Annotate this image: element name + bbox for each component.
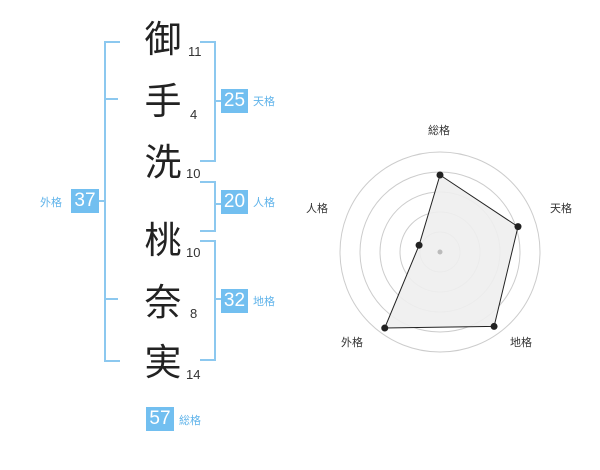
gaikaku-label: 外格 [40,196,62,209]
gaikaku-bracket-tick [104,298,118,300]
gaikaku-bracket-tick [104,98,118,100]
radar-point-2 [514,223,522,231]
radar-point-3 [490,322,498,330]
stroke-count-5: 8 [190,306,198,321]
tenkaku-bracket-tick [214,100,222,102]
chikaku-bracket [200,240,216,361]
gaikaku-bracket-tick [94,200,104,202]
radar-label-chikaku: 地格 [510,336,532,349]
jinkaku-score: 20 [221,190,248,214]
stroke-count-2: 4 [190,107,198,122]
radar-ring [339,151,541,353]
name-char-5: 奈 [144,281,182,324]
gaikaku-score: 37 [71,189,99,213]
radar-point-1 [436,171,444,179]
jinkaku-bracket-tick [214,203,222,205]
name-char-2: 手 [144,80,182,123]
stroke-count-6: 14 [186,367,201,382]
tenkaku-score: 25 [221,89,248,113]
radar-label-gaikaku: 外格 [341,336,363,349]
name-char-3: 洗 [144,141,182,184]
jinkaku-bracket [200,181,216,232]
chikaku-label: 地格 [253,295,275,308]
radar-label-soukaku: 総格 [428,124,450,137]
tenkaku-label: 天格 [253,95,275,108]
stroke-count-3: 10 [186,166,201,181]
jinkaku-label: 人格 [253,196,275,209]
radar-center [437,249,443,255]
chikaku-bracket-tick [214,298,222,300]
radar-point-4 [381,324,389,332]
chikaku-score: 32 [221,289,248,313]
radar-label-jinkaku: 人格 [306,202,328,215]
name-char-6: 実 [144,341,182,384]
name-char-4: 桃 [144,219,182,262]
radar-polygon [383,174,519,329]
name-char-1: 御 [144,18,182,61]
soukaku-score: 57 [146,407,174,431]
radar-point-5 [415,241,423,249]
gaikaku-bracket [104,41,120,362]
soukaku-label: 総格 [179,414,201,427]
stroke-count-4: 10 [186,245,201,260]
radar-label-tenkaku: 天格 [550,202,572,215]
stroke-count-1: 11 [188,44,202,59]
